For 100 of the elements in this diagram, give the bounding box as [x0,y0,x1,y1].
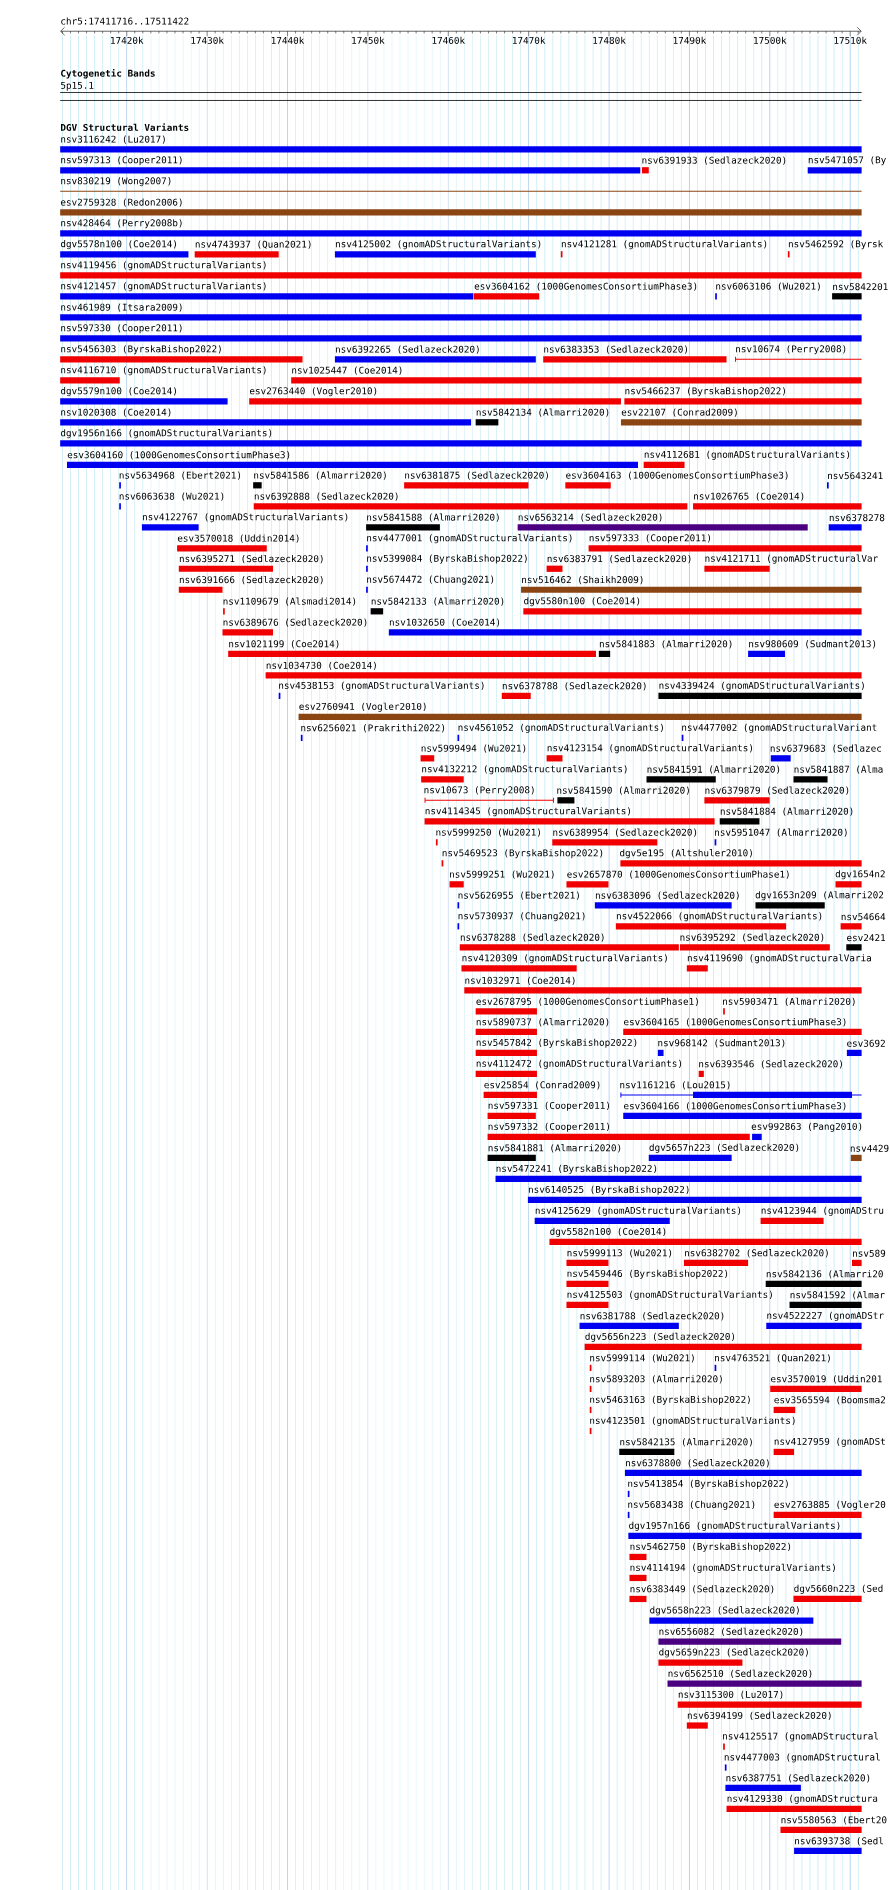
band-label: 5p15.1 [61,81,94,91]
variant-label: nsv5462750 (ByrskaBishop2022) [630,1542,791,1552]
variant-label: nsv6381875 (Sedlazeck2020) [405,471,548,480]
variant-label: nsv1032650 (Coe2014) [389,618,500,627]
variant-label: dgv5e195 (Altshuler2010) [620,849,752,859]
variant-label: esv3570019 (Uddin201 [771,1375,882,1384]
axis-tick-label: 17510k [834,36,867,44]
variant-label: nsv4123944 (gnomADStru [761,1206,884,1216]
variant-label: dgv5657n223 (Sedlazeck2020) [649,1143,799,1153]
variant-label: nsv6391666 (Sedlazeck2020) [179,575,323,585]
variant-label: esv2657870 (1000GenomesConsortiumPhase1) [567,870,789,879]
variant-label: nsv6393738 (Sedl [795,1837,883,1846]
variant-label: nsv1026765 (Coe2014) [694,492,804,501]
variant-label: nsv6556082 (Sedlazeck2020) [659,1627,803,1637]
variant-label: nsv5459446 (ByrskaBishop2022) [567,1269,728,1279]
variant-label: nsv5841883 (Almarri2020) [599,640,732,649]
variant-label: nsv4429 [850,1144,889,1152]
variant-label: esv2763440 (Vogler2010) [249,387,377,397]
variant-label: nsv5643241 [828,472,883,480]
variant-label: esv3604165 (1000GenomesConsortiumPhase3) [624,1018,846,1027]
variant-label: nsv6256021 (Prakrithi2022) [301,724,445,733]
variant-label: nsv5683438 (Chuang2021) [628,1500,755,1510]
variant-label: esv2421 [847,934,886,942]
variant-label: nsv5890737 (Almarri2020) [476,1018,609,1027]
variant-label: nsv5841586 (Almarri2020) [254,471,386,480]
variant-label: nsv4477002 (gnomADStructuralVariant [682,723,877,733]
variant-label: nsv6383449 (Sedlazeck2020) [630,1585,774,1594]
axis-tick-label: 17500k [754,36,787,44]
variant-label: nsv428464 (Perry2008b) [61,219,182,229]
variant-label: nsv6391933 (Sedlazeck2020) [642,156,786,165]
variant-label: nsv5466237 (ByrskaBishop2022) [625,387,785,397]
variant-label: nsv5463163 (ByrskaBishop2022) [590,1395,750,1405]
variant-label: nsv6389676 (Sedlazeck2020) [223,618,367,627]
variant-label: nsv5413854 (ByrskaBishop2022) [628,1479,788,1489]
variant-label: nsv6383791 (Sedlazeck2020) [547,554,691,564]
variant-label: nsv1021199 (Coe2014) [229,640,339,649]
axis-tick-label: 17420k [111,36,144,44]
variant-label: nsv5999250 (Wu2021) [436,828,540,837]
variant-label: nsv5999494 (Wu2021) [421,744,526,753]
variant-label: nsv6378788 (Sedlazeck2020) [502,682,646,691]
variant-label: nsv4112472 (gnomADStructuralVariants) [476,1059,682,1069]
variant-label: nsv4123501 (gnomADStructuralVariants) [590,1416,795,1426]
variant-label: nsv1025447 (Coe2014) [292,366,402,375]
variant-label: nsv5951047 (Almarri2020) [715,828,847,837]
variant-label: esv3604163 (1000GenomesConsortiumPhase3) [566,471,788,480]
variant-label: nsv589 [853,1249,886,1257]
variant-label: nsv5730937 (Chuang2021) [458,912,585,922]
variant-label: dgv1654n2 [835,870,885,880]
variant-label: nsv6563214 (Sedlazeck2020) [518,513,662,522]
variant-label: nsv5626955 (Ebert2021) [458,891,579,900]
variant-label: nsv5462592 (Byrsk [788,240,884,250]
variant-label: nsv5674472 (Chuang2021) [367,575,494,585]
variant-label: nsv4763521 (Quan2021) [715,1354,830,1363]
variant-label: nsv4125517 (gnomADStructural [723,1732,879,1742]
variant-label: nsv5999114 (Wu2021) [590,1354,694,1363]
variant-label: esv3570018 (Uddin2014) [177,534,299,543]
variant-label: nsv5841588 (Almarri2020) [367,513,499,522]
variant-label: nsv6383096 (Sedlazeck2020) [595,891,739,900]
variant-label: nsv6379683 (Sedlazec [770,744,882,753]
variant-label: nsv5842201 [833,283,888,291]
variant-label: nsv4122767 (gnomADStructuralVariants) [143,513,348,523]
axis-tick-label: 17450k [352,36,385,44]
variant-label: nsv4522066 (gnomADStructuralVariants) [616,912,822,922]
variant-label: nsv4121711 (gnomADStructuralVar [705,554,878,564]
variant-label: nsv3116242 (Lu2017) [61,135,165,144]
variant-label: nsv4121457 (gnomADStructuralVariants) [61,282,266,292]
variant-label: nsv4125503 (gnomADStructuralVariants) [567,1290,772,1300]
variant-label: nsv1020308 (Coe2014) [61,408,171,417]
variant-label: nsv4119456 (gnomADStructuralVariants) [61,261,266,271]
variant-label: nsv6392888 (Sedlazeck2020) [254,492,398,501]
variant-label: esv3604166 (1000GenomesConsortiumPhase3) [624,1102,846,1111]
variant-label: nsv6378288 (Sedlazeck2020) [460,933,604,942]
variant-label: nsv5634968 (Ebert2021) [119,471,241,480]
variant-label: nsv6394199 (Sedlazeck2020) [687,1711,831,1721]
variant-label: nsv4116710 (gnomADStructuralVariants) [61,366,266,376]
variant-label: nsv6382702 (Sedlazeck2020) [685,1249,828,1258]
variant-label: nsv597333 (Cooper2011) [589,534,711,544]
variant-label: nsv10673 (Perry2008) [424,786,534,796]
track-title: DGV Structural Variants [61,123,189,131]
variant-label: nsv5841591 (Almarri2020) [647,765,780,774]
variant-label: esv992863 (Pang2010) [751,1122,862,1132]
variant-label: nsv6395271 (Sedlazeck2020) [179,554,323,564]
variant-label: nsv597332 (Cooper2011) [488,1122,609,1132]
variant-label: nsv6387751 (Sedlazeck2020) [726,1774,870,1783]
variant-label: nsv5841592 (Almar [790,1291,885,1300]
variant-label: dgv5582n100 (Coe2014) [550,1227,666,1237]
variant-label: nsv4132212 (gnomADStructuralVariants) [422,765,627,775]
variant-label: nsv968142 (Sudmant2013) [658,1039,785,1048]
variant-label: nsv516462 (Shaikh2009) [522,575,643,585]
variant-label: nsv5399084 (ByrskaBishop2022) [367,554,527,564]
position-label: chr5:17411716..17511422 [61,17,189,25]
variant-label: dgv5656n223 (Sedlazeck2020) [585,1332,735,1342]
variant-label: esv3604160 (1000GenomesConsortiumPhase3) [67,451,290,460]
variant-label: nsv6378278 [829,514,885,522]
variant-label: nsv830219 (Wong2007) [61,177,171,187]
axis-tick-label: 17440k [271,36,305,44]
axis-tick-label: 17470k [513,36,546,44]
axis-tick-label: 17480k [593,36,626,44]
variant-label: nsv6381788 (Sedlazeck2020) [580,1312,724,1321]
axis-tick-label: 17460k [432,36,465,44]
